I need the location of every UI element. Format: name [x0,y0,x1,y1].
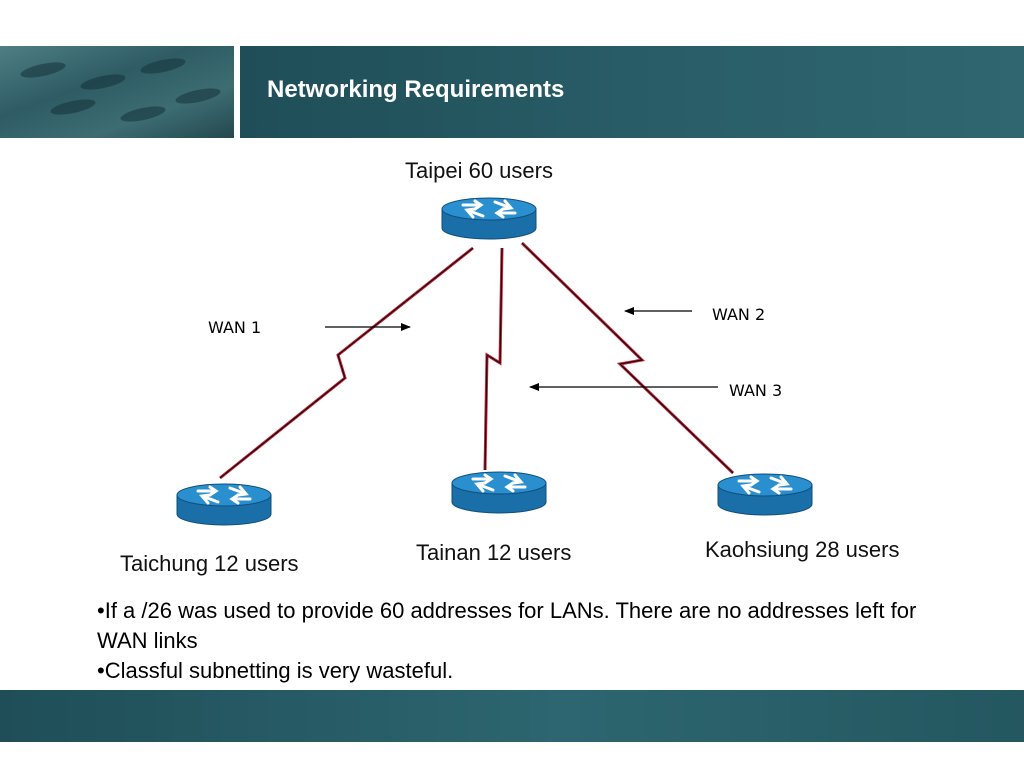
router-label-tainan: Tainan 12 users [416,540,572,565]
network-diagram [175,196,814,527]
link-wan1 [219,246,474,480]
router-label-taichung: Taichung 12 users [120,551,299,576]
link-wan2 [520,241,735,475]
link-wan3 [483,247,504,471]
header-image [0,46,234,138]
fish-shape [139,55,187,77]
fish-shape [49,96,97,118]
wan3-label: WAN 3 [729,381,783,400]
router-label-kaohsiung: Kaohsiung 28 users [705,537,900,562]
slide-title: Networking Requirements [267,76,565,103]
bullet-item: If a /26 was used to provide 60 addresse… [97,596,917,656]
fish-shape [174,85,222,107]
bullet-item: Classful subnetting is very wasteful. [97,656,917,686]
router-label-taipei: Taipei 60 users [405,158,553,183]
header-bar: Networking Requirements [240,46,1024,138]
wan1-label: WAN 1 [208,318,262,337]
fish-shape [19,59,67,81]
bullet-list: If a /26 was used to provide 60 addresse… [97,596,917,686]
router-icon-taichung [175,482,273,527]
footer-bar [0,690,1024,742]
fish-shape [79,71,127,93]
router-icon-tainan [450,470,548,515]
fish-shape [119,103,167,125]
router-icon-kaohsiung [716,472,814,517]
router-icon-taipei [440,196,538,241]
wan2-label: WAN 2 [712,305,766,324]
